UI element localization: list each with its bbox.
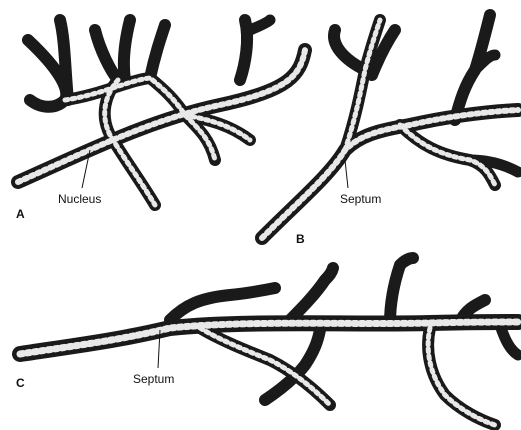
panel-letter-c: C [16, 376, 25, 390]
nucleus-label: Nucleus [58, 192, 101, 206]
panel-letter-a: A [16, 207, 25, 221]
hypha-branches-a [18, 20, 305, 205]
hypha-branches-c [20, 258, 518, 425]
panel-a: Nucleus A [16, 20, 305, 221]
panel-c: Septum C [16, 258, 518, 425]
septum-pointer-b [345, 160, 348, 188]
septum-label-b: Septum [340, 192, 381, 206]
panel-letter-b: B [296, 232, 305, 246]
septum-label-c: Septum [133, 372, 174, 386]
